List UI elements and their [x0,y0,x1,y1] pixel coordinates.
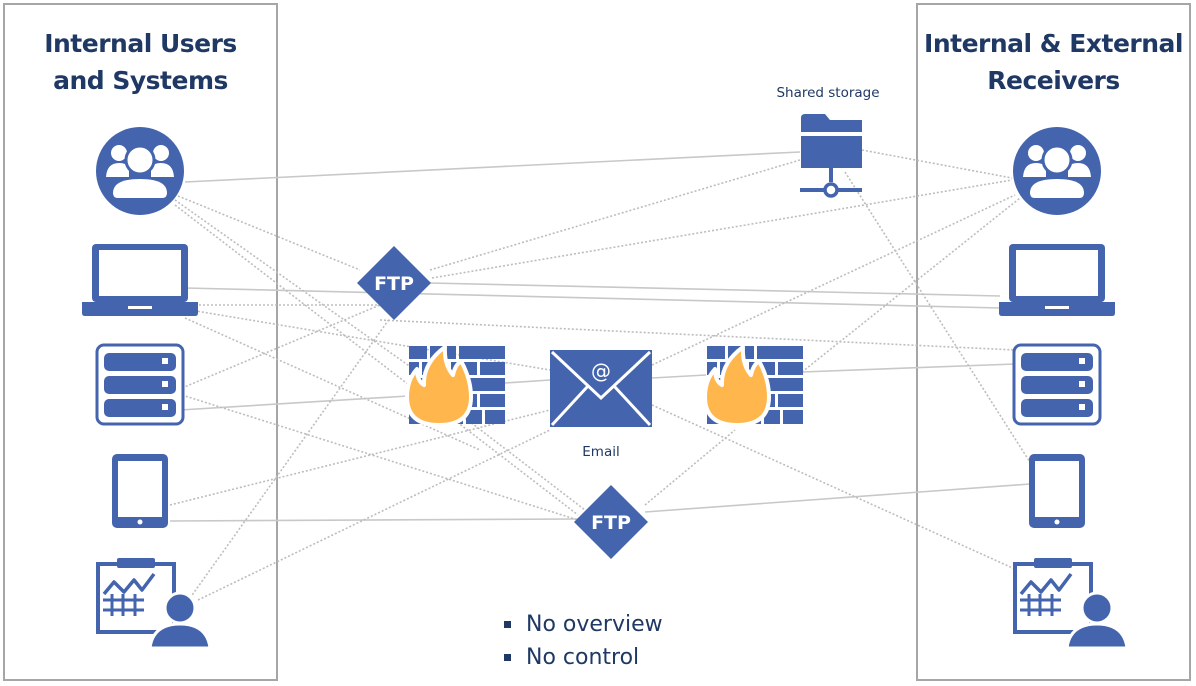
receivers-panel: Internal & External Receivers [916,3,1191,681]
email-label: Email [582,444,620,460]
laptop-icon [999,244,1115,316]
server-icon [95,343,185,426]
bullet-square-icon [504,621,511,628]
ftp-top-label: FTP [374,273,414,295]
shared-storage-label: Shared storage [776,85,880,101]
connection-line [189,309,551,371]
connection-line [197,429,551,601]
connection-line [644,429,736,506]
connection-line [169,409,551,506]
issue-item: No control [500,641,663,674]
connection-lines [169,151,1031,522]
connection-line [801,363,1016,373]
title-line-2: and Systems [53,66,228,95]
connection-line [429,159,801,271]
connection-line [504,379,551,384]
connection-line [174,204,579,516]
title-line-1: Internal & External [924,29,1183,58]
connection-line [184,287,1001,309]
connection-line [801,197,1021,373]
issue-text: No overview [526,612,663,637]
issues-list: No overview No control [500,608,663,674]
user-group-icon [1011,125,1103,217]
receivers-title: Internal & External Receivers [918,25,1189,99]
email-icon: @ [550,350,652,427]
ftp-bottom-node: FTP [574,485,648,559]
connection-line [181,304,381,389]
presenter-icon [1013,556,1129,650]
tablet-icon [1029,454,1085,528]
connection-line [651,194,1016,366]
connection-line [181,394,579,521]
shared-storage-icon [800,114,862,198]
title-line-2: Receivers [987,66,1120,95]
bullet-square-icon [504,654,511,661]
internal-users-title: Internal Users and Systems [5,25,276,99]
laptop-icon [82,244,198,316]
connection-line [177,195,361,271]
connection-line [861,149,1013,179]
internal-users-panel: Internal Users and Systems [3,3,278,681]
connection-line [179,395,409,411]
connection-line [174,199,416,371]
connection-line [379,319,1016,351]
presenter-icon [96,556,212,650]
issue-item: No overview [500,608,663,641]
connection-line [184,151,801,183]
ftp-bottom-label: FTP [591,512,631,534]
connection-line [429,282,1001,297]
connection-line [464,417,586,511]
ftp-top-node: FTP [357,246,431,320]
tablet-icon [112,454,168,528]
connection-line [844,171,1036,471]
firewall-icon [703,344,805,427]
connection-line [651,374,707,379]
connection-line [184,317,481,451]
connection-line [169,518,579,522]
at-symbol: @ [591,359,611,383]
issue-text: No control [526,645,640,670]
connection-line [644,483,1031,513]
connection-line [189,317,391,599]
server-icon [1012,343,1102,426]
connection-line [651,404,1018,571]
connection-line [431,179,1013,279]
title-line-1: Internal Users [44,29,237,58]
firewall-icon [405,344,507,427]
user-group-icon [94,125,186,217]
